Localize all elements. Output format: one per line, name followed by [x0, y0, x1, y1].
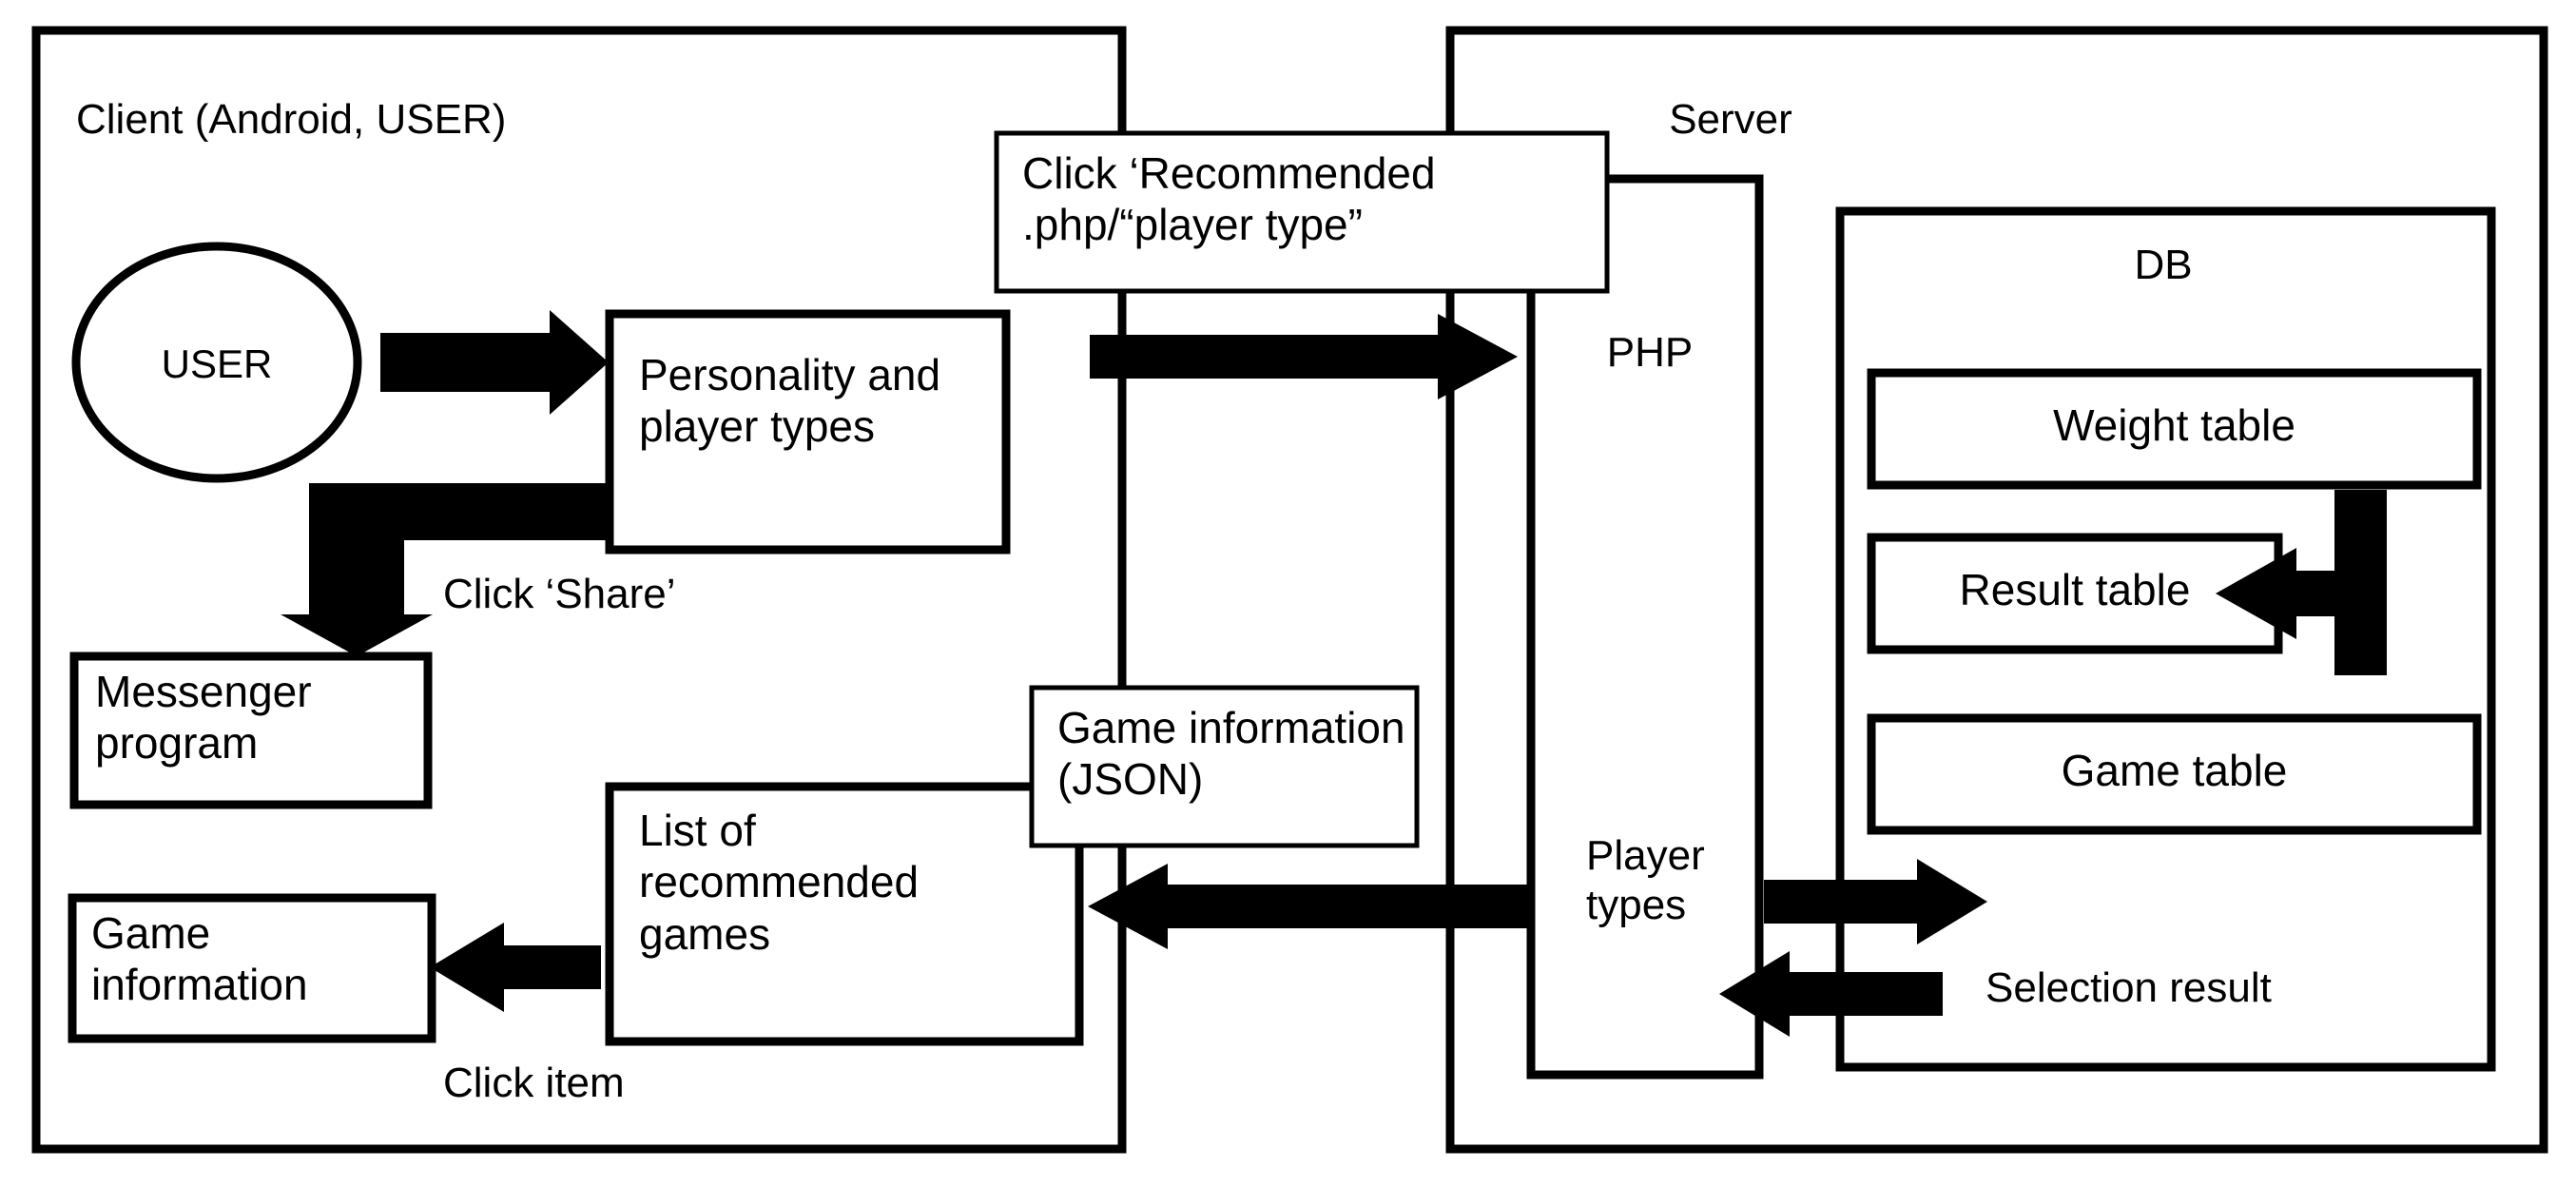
game-table-box	[1867, 713, 2482, 835]
gameinfo-box	[68, 893, 436, 1043]
list-box	[605, 782, 1084, 1046]
request-callout-box	[994, 130, 1610, 294]
messenger-box	[69, 652, 433, 809]
php-frame	[1526, 174, 1764, 1080]
arrow-list-to-gameinfo	[430, 923, 601, 1012]
arrow-weight-to-result	[2216, 490, 2387, 675]
arrow-personality-to-messenger	[281, 483, 609, 656]
weight-table-box	[1867, 368, 2482, 490]
arrow-client-to-php	[1090, 314, 1518, 399]
arrow-user-to-personality	[380, 310, 609, 415]
personality-box	[605, 309, 1011, 555]
arrow-db-to-php	[1719, 951, 1943, 1037]
arrow-php-to-client	[1088, 864, 1531, 949]
user-actor-ellipse	[71, 242, 362, 483]
response-callout-box	[1029, 685, 1420, 848]
arrow-php-to-db	[1764, 859, 1987, 944]
